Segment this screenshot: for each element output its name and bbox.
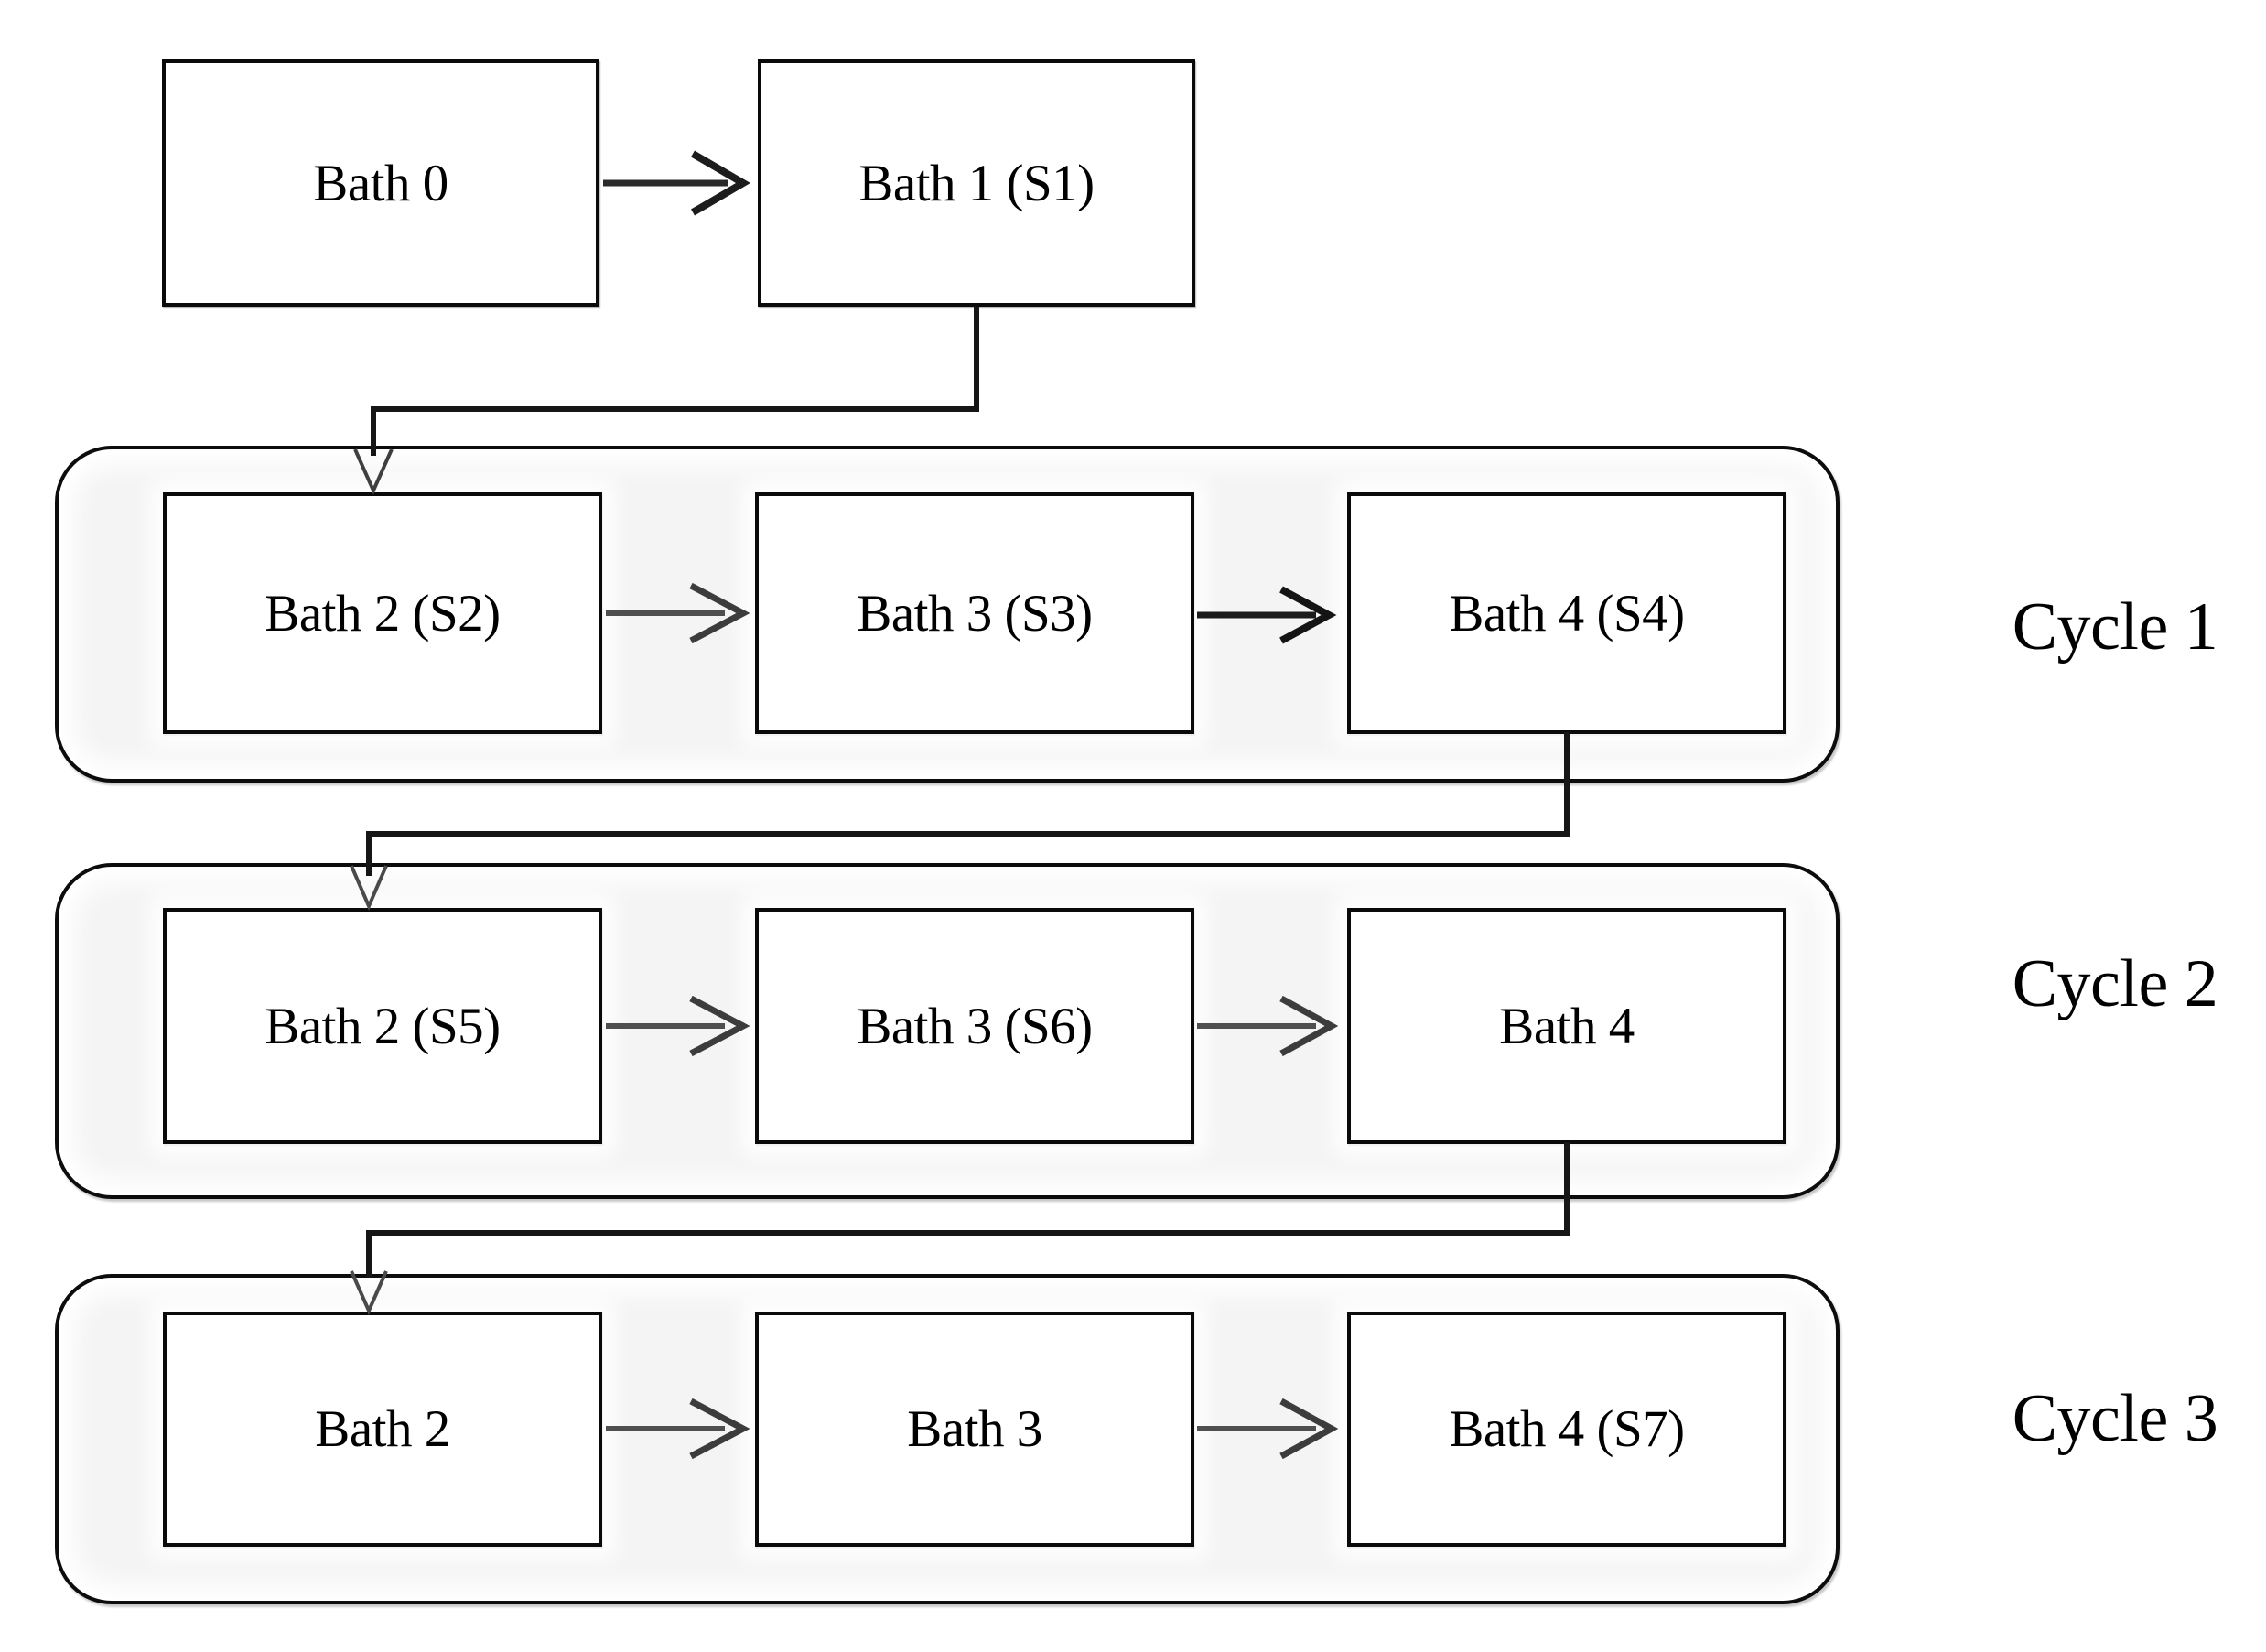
arrowhead-bath1-to-cycle1 (353, 448, 394, 495)
node-cycle1-bath2-s2: Bath 2 (S2) (163, 492, 602, 734)
node-cycle1-bath2-s2-label: Bath 2 (S2) (264, 584, 501, 642)
cycle1-label: Cycle 1 (2012, 589, 2218, 664)
node-cycle3-bath3-label: Bath 3 (907, 1400, 1042, 1458)
arrowhead-cycle2-bath2-to-bath3 (689, 995, 750, 1057)
node-cycle2-bath3-s6: Bath 3 (S6) (755, 908, 1194, 1144)
node-bath1-s1-label: Bath 1 (S1) (858, 154, 1095, 212)
node-cycle1-bath3-s3-label: Bath 3 (S3) (857, 584, 1093, 642)
cycle2-label: Cycle 2 (2012, 946, 2218, 1021)
node-cycle2-bath4-label: Bath 4 (1499, 997, 1635, 1055)
node-cycle2-bath3-s6-label: Bath 3 (S6) (857, 997, 1093, 1055)
arrowhead-cycle1-bath2-to-bath3 (689, 582, 750, 644)
node-cycle3-bath4-s7-label: Bath 4 (S7) (1449, 1400, 1685, 1458)
node-cycle1-bath3-s3: Bath 3 (S3) (755, 492, 1194, 734)
arrowhead-cycle2-bath3-to-bath4 (1279, 995, 1339, 1057)
node-cycle3-bath3: Bath 3 (755, 1312, 1194, 1547)
node-cycle3-bath2: Bath 2 (163, 1312, 602, 1547)
node-cycle1-bath4-s4: Bath 4 (S4) (1347, 492, 1786, 734)
node-cycle3-bath4-s7: Bath 4 (S7) (1347, 1312, 1786, 1547)
arrowhead-cycle3-bath3-to-bath4 (1279, 1398, 1339, 1460)
cycle3-label: Cycle 3 (2012, 1381, 2218, 1456)
node-cycle2-bath2-s5-label: Bath 2 (S5) (264, 997, 501, 1055)
node-bath1-s1: Bath 1 (S1) (758, 59, 1195, 307)
connector-cycle2-to-cycle3 (366, 1142, 1570, 1278)
node-bath0-label: Bath 0 (313, 154, 448, 212)
connector-bath1-to-cycle1 (371, 307, 979, 456)
arrowhead-cycle1-to-cycle2 (350, 865, 388, 912)
node-cycle2-bath2-s5: Bath 2 (S5) (163, 908, 602, 1144)
arrowhead-bath0-to-bath1 (690, 150, 750, 216)
arrowhead-cycle3-bath2-to-bath3 (689, 1398, 750, 1460)
node-bath0: Bath 0 (162, 59, 599, 307)
arrowhead-cycle1-bath3-to-bath4 (1279, 586, 1337, 644)
arrowhead-cycle2-to-cycle3 (350, 1270, 388, 1315)
connector-cycle1-to-cycle2 (366, 732, 1570, 876)
node-cycle1-bath4-s4-label: Bath 4 (S4) (1449, 584, 1685, 642)
node-cycle2-bath4: Bath 4 (1347, 908, 1786, 1144)
node-cycle3-bath2-label: Bath 2 (315, 1400, 450, 1458)
